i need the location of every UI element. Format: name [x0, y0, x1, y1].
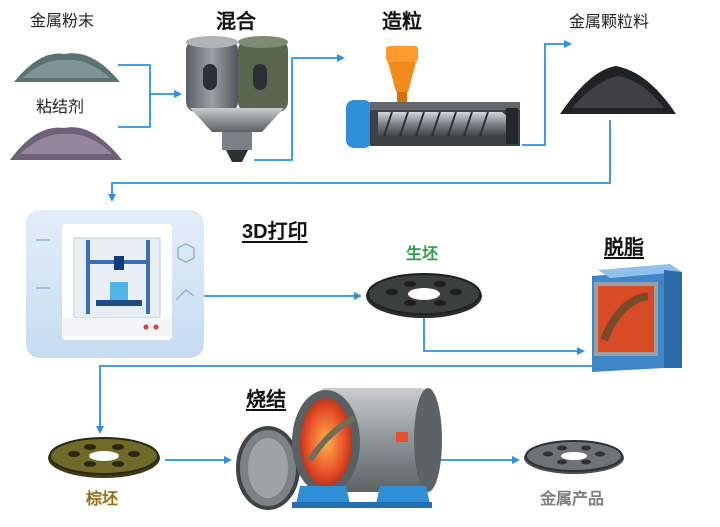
label-binder: 粘结剂	[36, 99, 85, 116]
debinding-oven-icon	[592, 264, 682, 372]
label-sintering: 烧结	[246, 389, 286, 411]
label-debinding: 脱脂	[604, 237, 644, 259]
green-part-icon	[366, 273, 482, 318]
metal-product-icon	[524, 440, 624, 474]
metal-granules-pile-icon	[560, 66, 676, 114]
label-mixing: 混合	[216, 11, 256, 33]
flow-granulator-to-granules	[522, 40, 572, 146]
label-3d-printing: 3D打印	[242, 221, 308, 243]
label-granulation: 造粒	[382, 11, 422, 33]
flow-mixer-to-granulator	[254, 54, 345, 161]
twin-hopper-mixer-icon	[186, 36, 288, 162]
flow-lines	[96, 40, 611, 464]
flow-binder-to-mixer	[118, 90, 182, 128]
flow-green-to-debind	[423, 317, 585, 355]
flow-debind-to-brown	[96, 365, 610, 434]
sintering-furnace-icon	[236, 388, 442, 510]
label-metal-granules: 金属颗粒料	[569, 14, 650, 31]
label-metal-product: 金属产品	[540, 491, 605, 508]
label-green-part: 生坯	[406, 246, 439, 263]
flow-granules-to-printer	[108, 120, 611, 202]
screw-extruder-icon	[346, 46, 520, 148]
label-metal-powder: 金属粉末	[30, 13, 95, 30]
label-brown-part: 棕坯	[86, 491, 119, 508]
brown-part-icon	[48, 437, 160, 478]
3d-printer-icon	[26, 210, 204, 358]
binder-pile-icon	[10, 127, 122, 160]
metal-powder-pile-icon	[14, 53, 120, 82]
flow-powder-to-mixer	[118, 64, 151, 94]
